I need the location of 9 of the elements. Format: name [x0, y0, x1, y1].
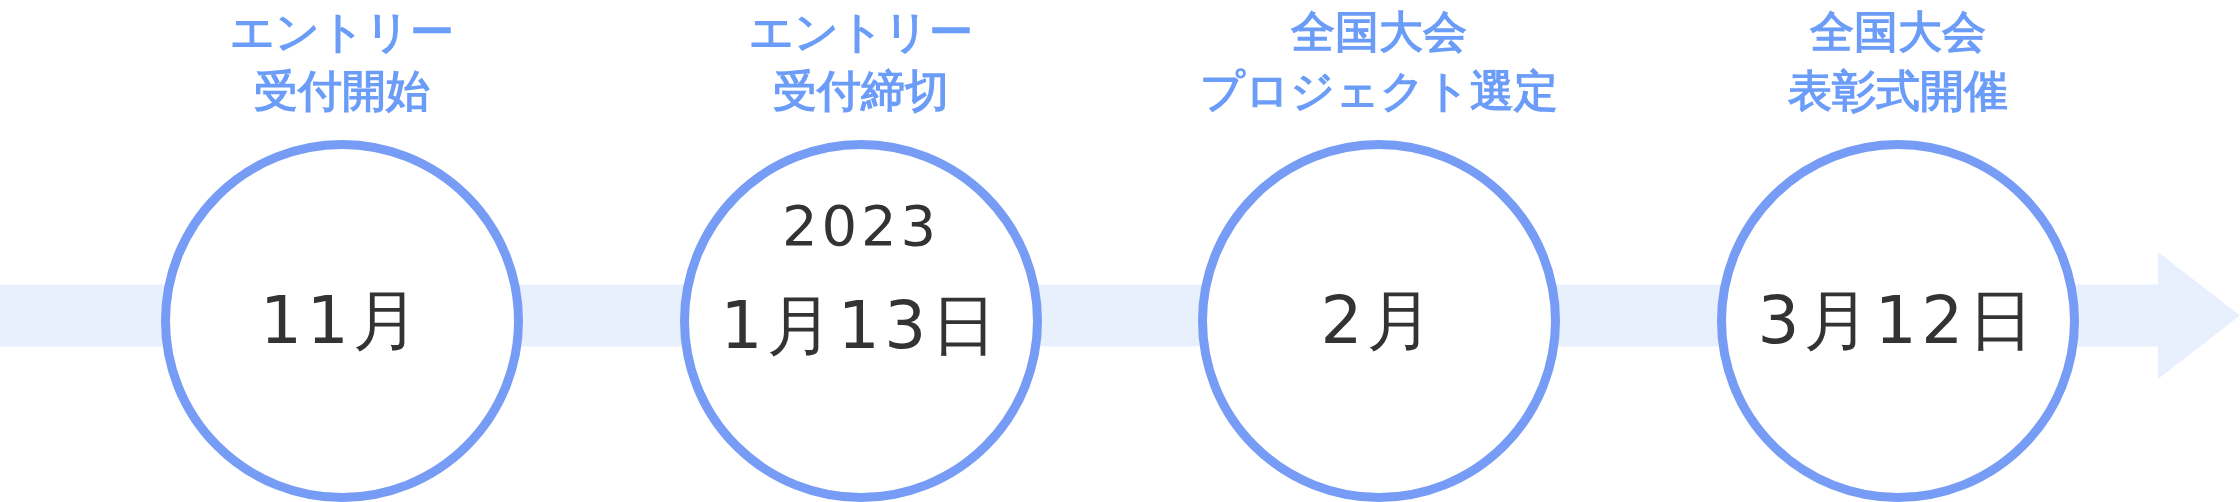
- date-label: 2月: [1320, 288, 1438, 354]
- year-label: 2023: [781, 198, 941, 254]
- milestone-heading: 全国大会プロジェクト選定: [1200, 4, 1558, 118]
- milestone-heading: エントリー受付締切: [749, 4, 973, 118]
- milestone-heading: エントリー受付開始: [230, 4, 454, 118]
- date-label: 3月12日: [1757, 288, 2039, 354]
- date-label: 11月: [260, 288, 424, 354]
- date-label: 1月13日: [720, 293, 1002, 359]
- milestone-heading: 全国大会表彰式開催: [1788, 4, 2008, 118]
